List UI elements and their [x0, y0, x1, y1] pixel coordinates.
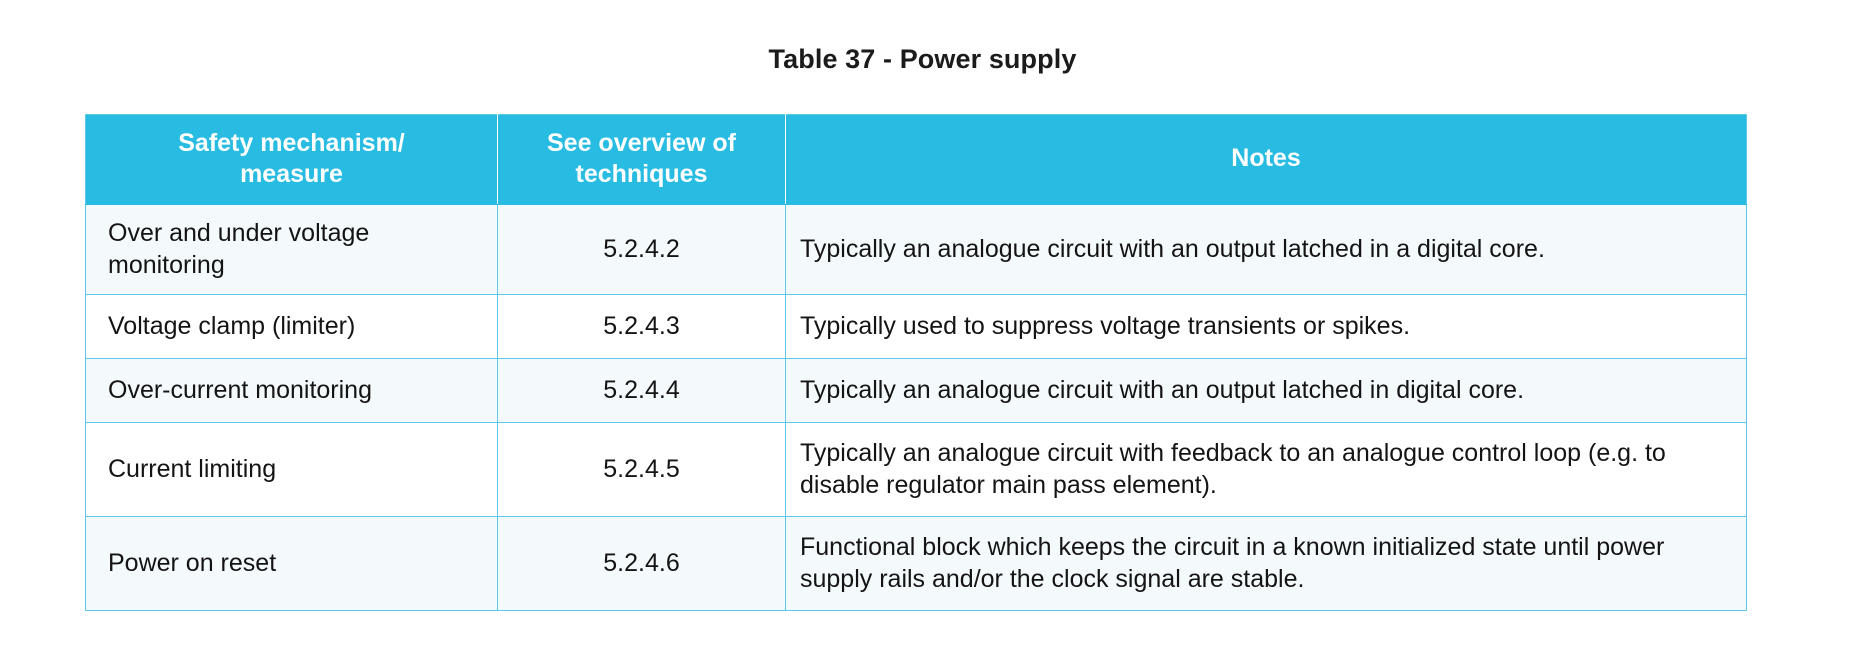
cell-mechanism: Current limiting: [85, 422, 498, 517]
cell-reference: 5.2.4.6: [497, 516, 786, 611]
table-row: Over and under voltage monitoring 5.2.4.…: [85, 204, 1747, 295]
cell-notes: Typically an analogue circuit with an ou…: [785, 204, 1747, 295]
cell-reference: 5.2.4.5: [497, 422, 786, 517]
table-header: Safety mechanism/ measure See overview o…: [85, 114, 1747, 205]
cell-mechanism: Over-current monitoring: [85, 358, 498, 423]
column-header-notes: Notes: [785, 114, 1747, 205]
cell-reference: 5.2.4.4: [497, 358, 786, 423]
cell-reference: 5.2.4.3: [497, 294, 786, 359]
cell-mechanism: Power on reset: [85, 516, 498, 611]
column-header-safety-mechanism-line1: Safety mechanism/: [178, 129, 405, 157]
cell-notes: Typically an analogue circuit with feedb…: [785, 422, 1747, 517]
table-row: Power on reset 5.2.4.6 Functional block …: [85, 516, 1747, 611]
table-caption: Table 37 - Power supply: [768, 44, 1077, 74]
cell-mechanism: Voltage clamp (limiter): [85, 294, 498, 359]
column-header-safety-mechanism: Safety mechanism/ measure: [85, 114, 498, 205]
header-row: Safety mechanism/ measure See overview o…: [85, 114, 1747, 205]
table-container: Safety mechanism/ measure See overview o…: [85, 114, 1747, 611]
column-header-notes-line1: Notes: [1231, 144, 1301, 173]
cell-reference: 5.2.4.2: [497, 204, 786, 295]
column-header-safety-mechanism-line2: measure: [240, 159, 343, 188]
table-row: Over-current monitoring 5.2.4.4 Typicall…: [85, 358, 1747, 423]
table-row: Voltage clamp (limiter) 5.2.4.3 Typicall…: [85, 294, 1747, 359]
cell-notes: Functional block which keeps the circuit…: [785, 516, 1747, 611]
column-header-overview-line2: techniques: [575, 159, 708, 188]
cell-notes: Typically used to suppress voltage trans…: [785, 294, 1747, 359]
column-header-overview-line1: See overview of: [547, 129, 736, 157]
table-row: Current limiting 5.2.4.5 Typically an an…: [85, 422, 1747, 517]
column-header-overview-of-techniques: See overview of techniques: [497, 114, 786, 205]
table-body: Over and under voltage monitoring 5.2.4.…: [85, 204, 1747, 611]
power-supply-table: Safety mechanism/ measure See overview o…: [85, 114, 1747, 611]
cell-notes: Typically an analogue circuit with an ou…: [785, 358, 1747, 423]
cell-mechanism: Over and under voltage monitoring: [85, 204, 498, 295]
